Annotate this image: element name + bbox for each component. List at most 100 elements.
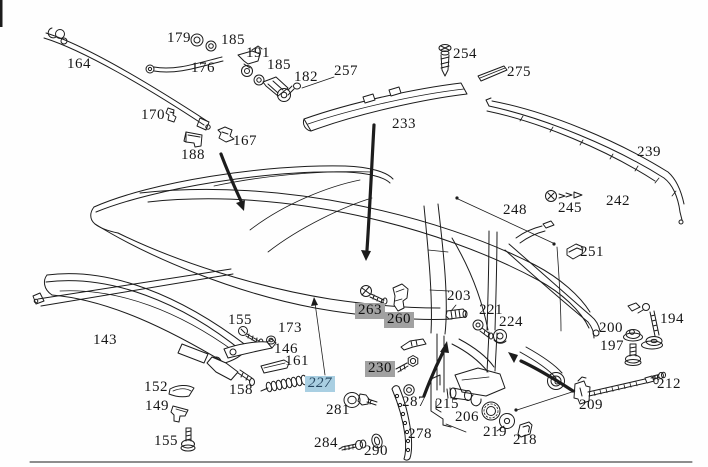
part-212-screw bbox=[650, 371, 666, 380]
leader-pin bbox=[514, 390, 576, 412]
part-230-anchor bbox=[400, 338, 427, 351]
part-281-bolt bbox=[343, 392, 378, 408]
label-146[interactable]: 146 bbox=[274, 341, 298, 357]
label-176[interactable]: 176 bbox=[191, 60, 215, 76]
part-194-linkage bbox=[627, 302, 663, 350]
label-281[interactable]: 281 bbox=[326, 402, 350, 418]
pointer-arrow-front-bow bbox=[219, 152, 245, 211]
part-251-clip bbox=[566, 243, 584, 260]
label-224[interactable]: 224 bbox=[499, 314, 523, 330]
part-287-grommet bbox=[403, 384, 415, 396]
part-155-screw-lower bbox=[180, 427, 196, 452]
label-221[interactable]: 221 bbox=[479, 302, 503, 318]
part-197-screw bbox=[624, 343, 642, 366]
part-209-rod bbox=[573, 375, 659, 405]
label-257[interactable]: 257 bbox=[334, 63, 358, 79]
part-257-screw bbox=[287, 76, 335, 96]
part-221-bolt bbox=[472, 319, 494, 340]
latch-assembly bbox=[436, 331, 565, 407]
part-260-bracket bbox=[392, 283, 409, 312]
part-200-washer bbox=[623, 329, 643, 342]
label-248[interactable]: 248 bbox=[503, 202, 527, 218]
leader-248 bbox=[455, 196, 562, 332]
part-245-fastener bbox=[545, 190, 583, 202]
label-278[interactable]: 278 bbox=[408, 426, 432, 442]
part-167-bracket bbox=[217, 126, 235, 143]
label-230-highlighted[interactable]: 230 bbox=[365, 360, 395, 377]
scan-artifact bbox=[0, 0, 3, 27]
label-233[interactable]: 233 bbox=[392, 116, 416, 132]
label-158[interactable]: 158 bbox=[229, 382, 253, 398]
part-164-rail bbox=[43, 27, 211, 131]
label-260-highlighted[interactable]: 260 bbox=[384, 311, 414, 328]
pointer-arrow-rear-bow bbox=[361, 123, 376, 261]
part-278-strip bbox=[391, 385, 413, 461]
part-185b-grommet bbox=[253, 74, 265, 86]
label-239[interactable]: 239 bbox=[637, 144, 661, 160]
label-170[interactable]: 170 bbox=[141, 107, 165, 123]
label-215[interactable]: 215 bbox=[435, 396, 459, 412]
part-170-clip bbox=[165, 107, 177, 123]
part-254-screw bbox=[438, 44, 452, 77]
part-161-strip bbox=[260, 359, 290, 374]
label-227-highlighted[interactable]: 227 bbox=[305, 375, 335, 392]
label-242[interactable]: 242 bbox=[606, 193, 630, 209]
label-275[interactable]: 275 bbox=[507, 64, 531, 80]
label-188[interactable]: 188 bbox=[181, 147, 205, 163]
label-287[interactable]: 287 bbox=[402, 394, 426, 410]
label-167[interactable]: 167 bbox=[233, 133, 257, 149]
part-230-bolt bbox=[395, 355, 419, 373]
part-203-clip bbox=[445, 304, 468, 320]
part-188-bracket bbox=[183, 131, 203, 148]
part-219-pulley bbox=[496, 413, 515, 432]
label-290[interactable]: 290 bbox=[364, 443, 388, 459]
label-206[interactable]: 206 bbox=[455, 409, 479, 425]
part-215-bracket bbox=[430, 374, 467, 433]
label-218[interactable]: 218 bbox=[513, 432, 537, 448]
label-251[interactable]: 251 bbox=[580, 244, 604, 260]
label-152[interactable]: 152 bbox=[144, 379, 168, 395]
label-161[interactable]: 161 bbox=[285, 353, 309, 369]
part-284-screw bbox=[338, 439, 367, 451]
label-212[interactable]: 212 bbox=[657, 376, 681, 392]
label-203[interactable]: 203 bbox=[447, 288, 471, 304]
part-185-grommet bbox=[205, 40, 217, 52]
label-164[interactable]: 164 bbox=[67, 56, 91, 72]
label-182[interactable]: 182 bbox=[294, 69, 318, 85]
leader-227-arrow bbox=[311, 297, 326, 376]
part-182-stud bbox=[262, 76, 291, 102]
part-191-grommet bbox=[241, 65, 253, 77]
part-224-nut bbox=[493, 329, 507, 344]
part-146-lever bbox=[223, 338, 277, 359]
label-155[interactable]: 155 bbox=[228, 312, 252, 328]
label-263-highlighted[interactable]: 263 bbox=[355, 302, 385, 319]
part-233-panel bbox=[302, 82, 468, 132]
part-290-ring bbox=[371, 433, 383, 449]
part-218-clip bbox=[517, 421, 533, 438]
label-284[interactable]: 284 bbox=[314, 435, 338, 451]
part-239-rail bbox=[485, 97, 685, 225]
label-185b[interactable]: 185 bbox=[267, 57, 291, 73]
label-179[interactable]: 179 bbox=[167, 30, 191, 46]
label-149[interactable]: 149 bbox=[145, 398, 169, 414]
part-149-clip bbox=[170, 405, 189, 423]
label-173[interactable]: 173 bbox=[278, 320, 302, 336]
part-152-wedge bbox=[168, 385, 195, 398]
part-143-panel bbox=[43, 273, 248, 364]
label-194[interactable]: 194 bbox=[660, 311, 684, 327]
label-191[interactable]: 191 bbox=[246, 45, 270, 61]
label-254[interactable]: 254 bbox=[453, 46, 477, 62]
part-206-wheel bbox=[481, 401, 501, 421]
part-275-plate bbox=[477, 65, 508, 82]
label-155b[interactable]: 155 bbox=[154, 433, 178, 449]
label-200[interactable]: 200 bbox=[599, 320, 623, 336]
label-245[interactable]: 245 bbox=[558, 200, 582, 216]
label-219[interactable]: 219 bbox=[483, 424, 507, 440]
label-197[interactable]: 197 bbox=[600, 338, 624, 354]
label-209[interactable]: 209 bbox=[579, 397, 603, 413]
part-176-cable bbox=[145, 45, 263, 74]
label-185[interactable]: 185 bbox=[221, 32, 245, 48]
label-143[interactable]: 143 bbox=[93, 332, 117, 348]
pointer-arrow-latch bbox=[508, 352, 575, 393]
